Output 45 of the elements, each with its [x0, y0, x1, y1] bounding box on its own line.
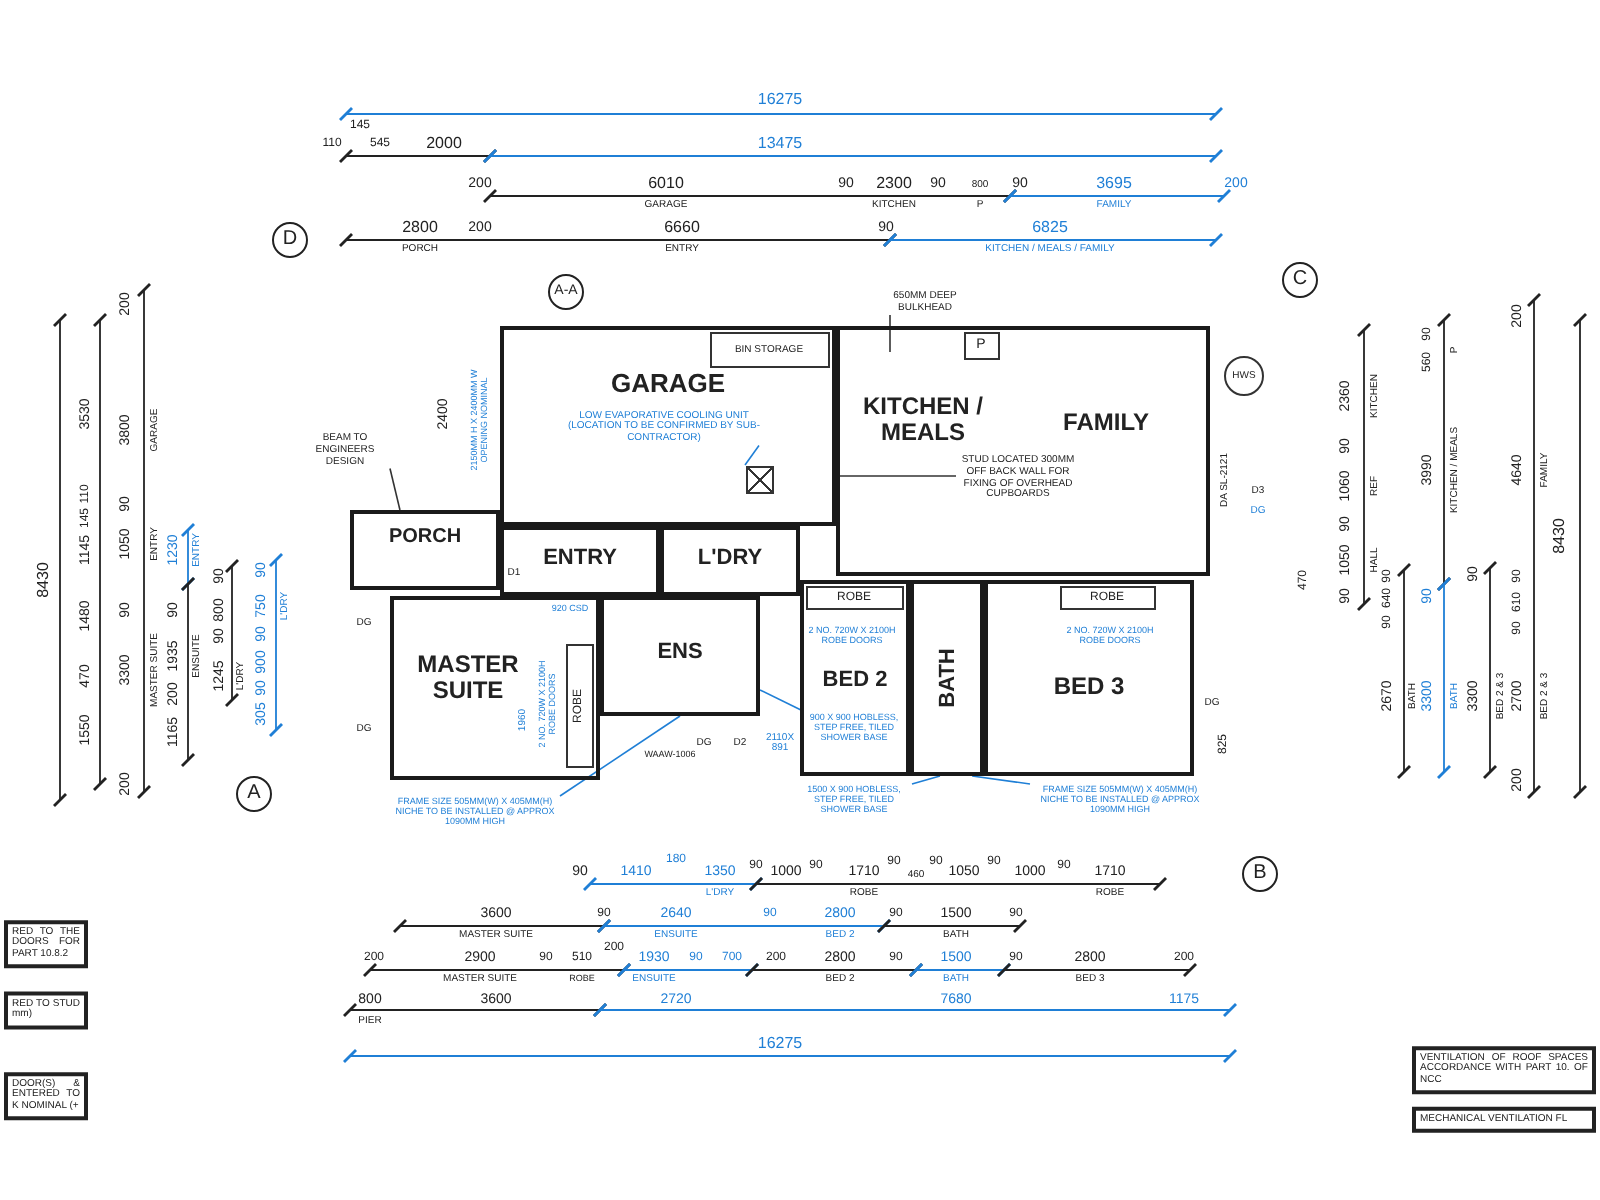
dimension-value: 6010 — [648, 175, 684, 193]
room-label: BED 3 — [1051, 674, 1127, 701]
leader-line — [971, 775, 1031, 785]
room-outline — [600, 596, 760, 716]
dimension-value: 2300 — [876, 175, 912, 193]
room-label: BATH — [934, 648, 960, 708]
room-label: GARAGE — [608, 370, 728, 399]
room-label: ENS — [655, 640, 705, 665]
leader-line — [889, 314, 891, 353]
leader-line — [744, 444, 760, 466]
dimension-value: 8430 — [35, 562, 53, 598]
leader-line — [835, 475, 957, 477]
room-label: BED 2 — [820, 668, 890, 693]
room-outline — [500, 526, 660, 596]
dimension-value: 2000 — [426, 135, 462, 153]
dimension-value: 3695 — [1096, 175, 1132, 193]
room-outline — [660, 526, 800, 596]
room-outline — [800, 580, 910, 776]
cooling-unit-symbol — [745, 465, 773, 493]
dimension-value: 13475 — [757, 135, 803, 153]
room-label: FAMILY — [1061, 410, 1151, 437]
dimension-value: 2800 — [402, 219, 438, 237]
room-label: PORCH — [386, 526, 464, 548]
room-label: ENTRY — [541, 546, 619, 571]
room-outline — [984, 580, 1194, 776]
leader-line — [759, 689, 804, 712]
leader-line — [389, 467, 401, 511]
room-outline — [910, 580, 984, 776]
dimension-value: 16275 — [757, 1035, 803, 1053]
room-label: L'DRY — [695, 546, 765, 571]
room-outline — [350, 510, 500, 590]
dimension-value: 16275 — [757, 91, 803, 109]
room-outline — [390, 596, 600, 780]
leader-line — [911, 775, 941, 785]
room-label: MASTER SUITE — [415, 652, 521, 705]
grid-marker: B — [1242, 856, 1278, 892]
room-outline — [500, 326, 836, 526]
grid-marker: D — [272, 222, 308, 258]
room-label: KITCHEN / MEALS — [861, 394, 985, 447]
dimension-value: 8430 — [1551, 518, 1569, 554]
grid-marker: C — [1282, 262, 1318, 298]
grid-marker: A — [236, 776, 272, 812]
dimension-value: 6660 — [664, 219, 700, 237]
dimension-value: 6825 — [1032, 219, 1068, 237]
leader-line — [559, 715, 681, 797]
